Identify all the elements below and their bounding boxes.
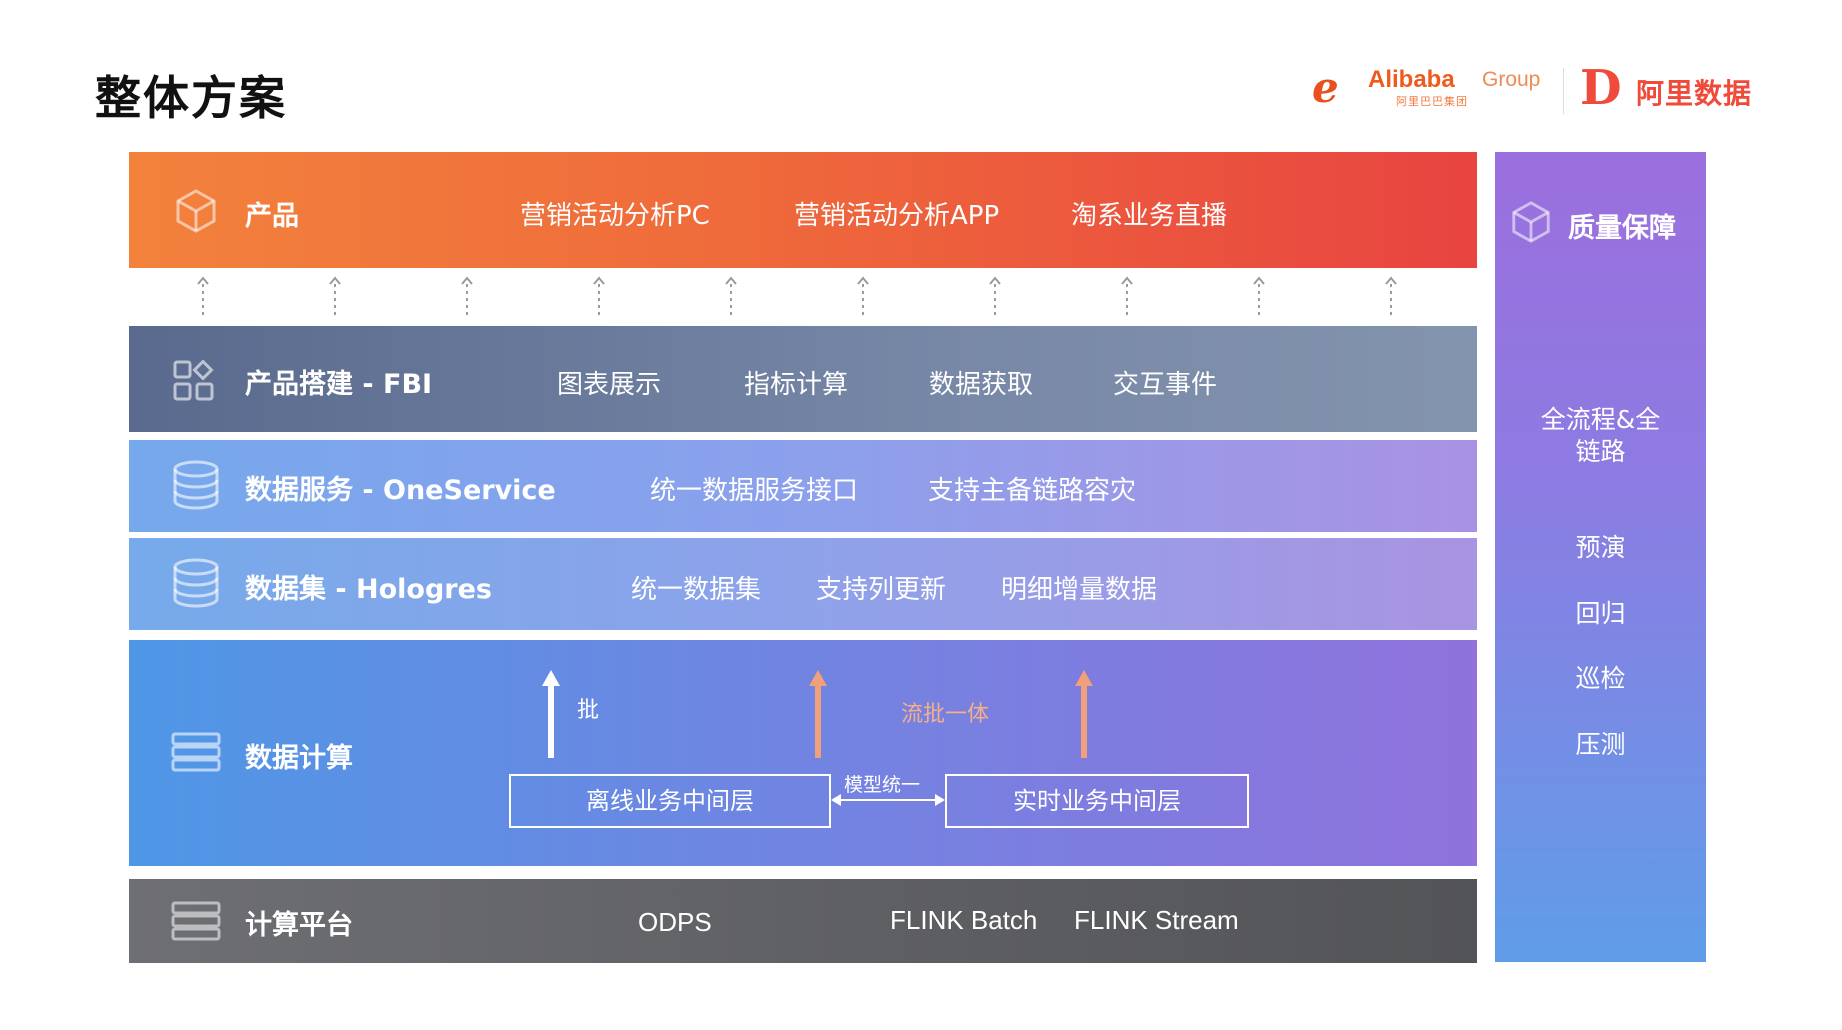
page-title: 整体方案 (95, 71, 287, 125)
dotted-up-arrow (989, 276, 1001, 318)
server-icon (171, 732, 221, 772)
fbi-item: 交互事件 (1113, 370, 1218, 400)
alibaba-group-logo: e Alibaba Group 阿里巴巴集团 (1312, 62, 1552, 112)
dotted-up-arrow (197, 276, 209, 318)
platform-layer: 计算平台 ODPS FLINK Batch FLINK Stream (129, 879, 1477, 963)
quality-title: 质量保障 (1568, 213, 1676, 244)
alibaba-data-logo: D 阿里数据 (1580, 60, 1770, 116)
server-icon (171, 901, 221, 941)
batch-label: 批 (577, 698, 600, 723)
dotted-up-arrow (1121, 276, 1133, 318)
quality-item: 压测 (1575, 730, 1626, 759)
hologres-item: 明细增量数据 (1001, 575, 1158, 605)
hologres-item: 支持列更新 (816, 575, 947, 605)
platform-item: FLINK Batch (890, 905, 1038, 935)
model-unified-label: 模型统一 (844, 774, 921, 796)
fbi-item: 指标计算 (744, 370, 849, 400)
product-layer: 产品 营销活动分析PC 营销活动分析APP 淘系业务直播 (129, 152, 1477, 268)
stream-up-arrow (809, 670, 827, 758)
database-icon (173, 558, 219, 608)
dotted-up-arrow (461, 276, 473, 318)
dotted-up-arrow (329, 276, 341, 318)
cube-icon (1512, 201, 1550, 243)
fbi-item: 数据获取 (929, 370, 1034, 400)
grid-shapes-icon (173, 360, 214, 401)
product-item: 营销活动分析APP (794, 201, 1000, 231)
data-d-mark: D (1580, 60, 1622, 116)
platform-label: 计算平台 (245, 910, 353, 941)
alibaba-chinese-text: 阿里巴巴集团 (1396, 95, 1468, 108)
cube-icon (176, 189, 216, 233)
oneservice-item: 支持主备链路容灾 (928, 476, 1137, 506)
batch-up-arrow (542, 670, 560, 758)
hologres-label: 数据集 - Hologres (245, 574, 492, 605)
product-item: 营销活动分析PC (520, 201, 710, 231)
compute-layer: 数据计算 批 流批一体 离线业务中间层 实时业务中间层 模型统一 (129, 640, 1477, 866)
quality-item: 巡检 (1575, 664, 1626, 693)
quality-item: 全流程&全 链路 (1540, 405, 1661, 466)
stream-batch-label: 流批一体 (901, 702, 990, 727)
quality-assurance-panel: 质量保障 全流程&全 链路 预演 回归 巡检 压测 (1495, 152, 1706, 962)
oneservice-item: 统一数据服务接口 (650, 476, 859, 506)
stream-up-arrow (1075, 670, 1093, 758)
hologres-layer: 数据集 - Hologres 统一数据集 支持列更新 明细增量数据 (129, 538, 1477, 630)
oneservice-layer: 数据服务 - OneService 统一数据服务接口 支持主备链路容灾 (129, 440, 1477, 532)
fbi-label: 产品搭建 - FBI (245, 369, 433, 400)
dotted-up-arrow (857, 276, 869, 318)
offline-middle-layer-box: 离线业务中间层 (509, 774, 831, 828)
fbi-item: 图表展示 (557, 370, 662, 400)
quality-item: 回归 (1575, 599, 1626, 628)
quality-item: 预演 (1575, 533, 1626, 562)
hologres-item: 统一数据集 (631, 575, 762, 605)
dotted-up-arrow (1253, 276, 1265, 318)
realtime-middle-layer-box: 实时业务中间层 (945, 774, 1249, 828)
bidirectional-arrow (831, 794, 945, 806)
dotted-up-arrow (1385, 276, 1397, 318)
fbi-layer: 产品搭建 - FBI 图表展示 指标计算 数据获取 交互事件 (129, 326, 1477, 432)
alibaba-wordmark: Alibaba (1368, 66, 1455, 93)
product-item: 淘系业务直播 (1071, 201, 1228, 231)
compute-label: 数据计算 (245, 743, 353, 774)
platform-item: FLINK Stream (1074, 905, 1239, 935)
logo-divider (1563, 68, 1564, 114)
alibaba-group-text: Group (1482, 68, 1541, 91)
product-label: 产品 (245, 201, 299, 232)
platform-item: ODPS (638, 907, 712, 937)
dotted-up-arrow (593, 276, 605, 318)
dotted-up-arrow (725, 276, 737, 318)
data-logo-text: 阿里数据 (1636, 77, 1753, 110)
oneservice-label: 数据服务 - OneService (245, 475, 556, 506)
database-icon (173, 460, 219, 510)
alibaba-e-mark: e (1312, 63, 1339, 112)
